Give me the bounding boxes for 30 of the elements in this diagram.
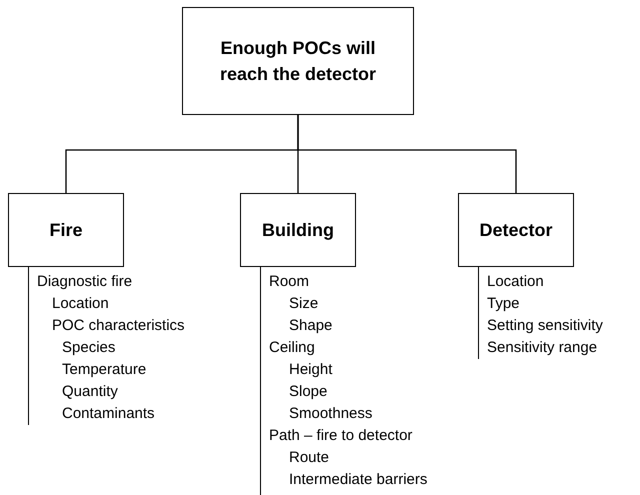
list-item: Height xyxy=(288,360,334,380)
list-item: Diagnostic fire xyxy=(36,272,134,292)
box-heading: Fire xyxy=(49,218,82,242)
list-item: Route xyxy=(288,448,330,468)
list-item: Location xyxy=(51,294,110,314)
list-item: Slope xyxy=(288,382,328,402)
list-item: POC characteristics xyxy=(51,316,185,336)
connector-line xyxy=(297,115,517,193)
category-box xyxy=(182,7,414,115)
list-item: Shape xyxy=(288,316,334,336)
list-item: Species xyxy=(61,338,116,358)
list-item: Location xyxy=(486,272,545,292)
list-item: Sensitivity range xyxy=(486,338,598,358)
list-item: Setting sensitivity xyxy=(486,316,603,336)
category-box xyxy=(240,193,356,267)
list-item: Temperature xyxy=(61,360,148,380)
list-item: Intermediate barriers xyxy=(288,470,428,490)
box-heading: Enough POCs will reach the detector xyxy=(218,36,378,86)
box-heading: Building xyxy=(262,218,334,242)
list-item: Smoothness xyxy=(288,404,374,424)
list-item: Room xyxy=(268,272,310,292)
list-item: Type xyxy=(486,294,521,314)
list-item: Path – fire to detector xyxy=(268,426,414,446)
list-item: Ceiling xyxy=(268,338,316,358)
list-item: Size xyxy=(288,294,320,314)
box-heading: Detector xyxy=(479,218,553,242)
category-box xyxy=(458,193,574,267)
list-item: Quantity xyxy=(61,382,119,402)
category-box xyxy=(8,193,124,267)
list-item: Contaminants xyxy=(61,404,156,424)
